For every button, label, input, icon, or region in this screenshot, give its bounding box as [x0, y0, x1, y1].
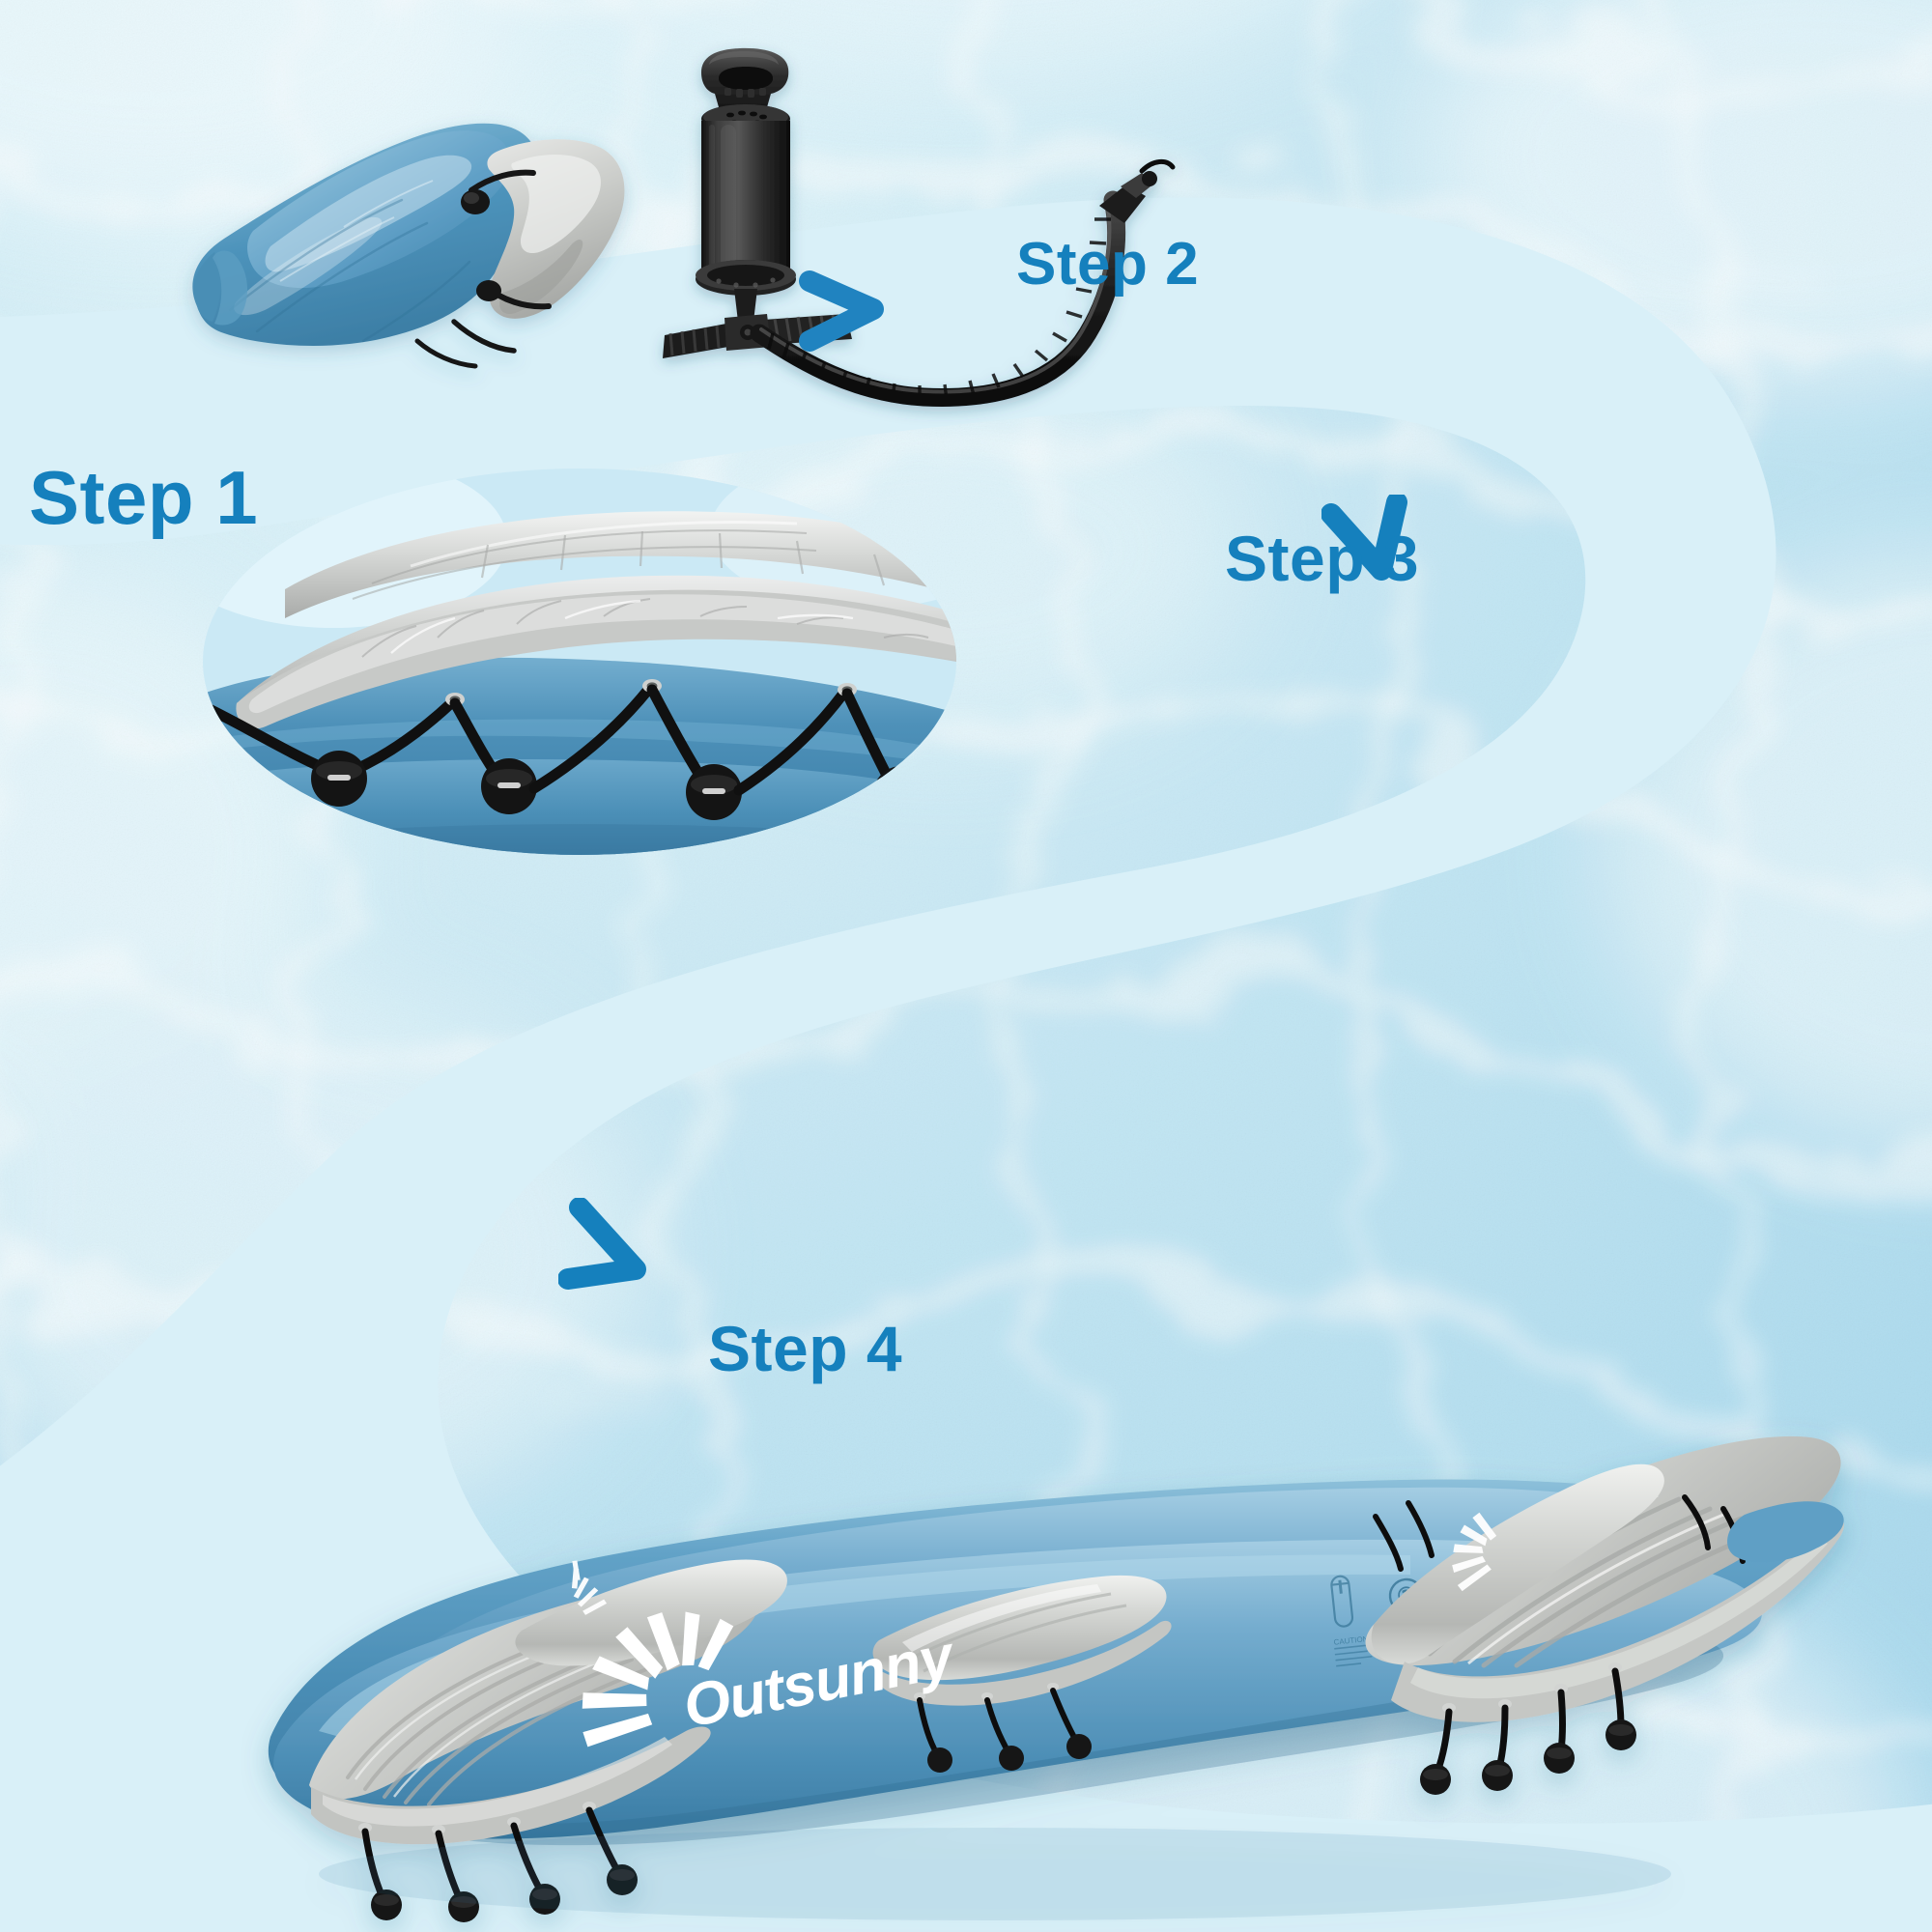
step2-illustration-air-pump: [663, 43, 1179, 420]
step-1-label: Step 1: [29, 455, 259, 540]
caution-label: CAUTION: [1333, 1634, 1369, 1647]
step-3-label: Step 3: [1225, 523, 1420, 594]
step-2-label: Step 2: [1016, 231, 1200, 298]
step3-illustration-kayak-closeup: [198, 464, 961, 860]
chevron-down-left-icon: [557, 1197, 665, 1294]
step-4-label: Step 4: [708, 1313, 903, 1384]
chevron-right-icon: [792, 266, 898, 357]
chevron-down-right-icon: [1321, 492, 1423, 591]
step1-illustration-rolled-kayak-bag: [164, 101, 647, 382]
step4-illustration-inflated-kayak: ② CAUTION: [203, 1352, 1932, 1932]
